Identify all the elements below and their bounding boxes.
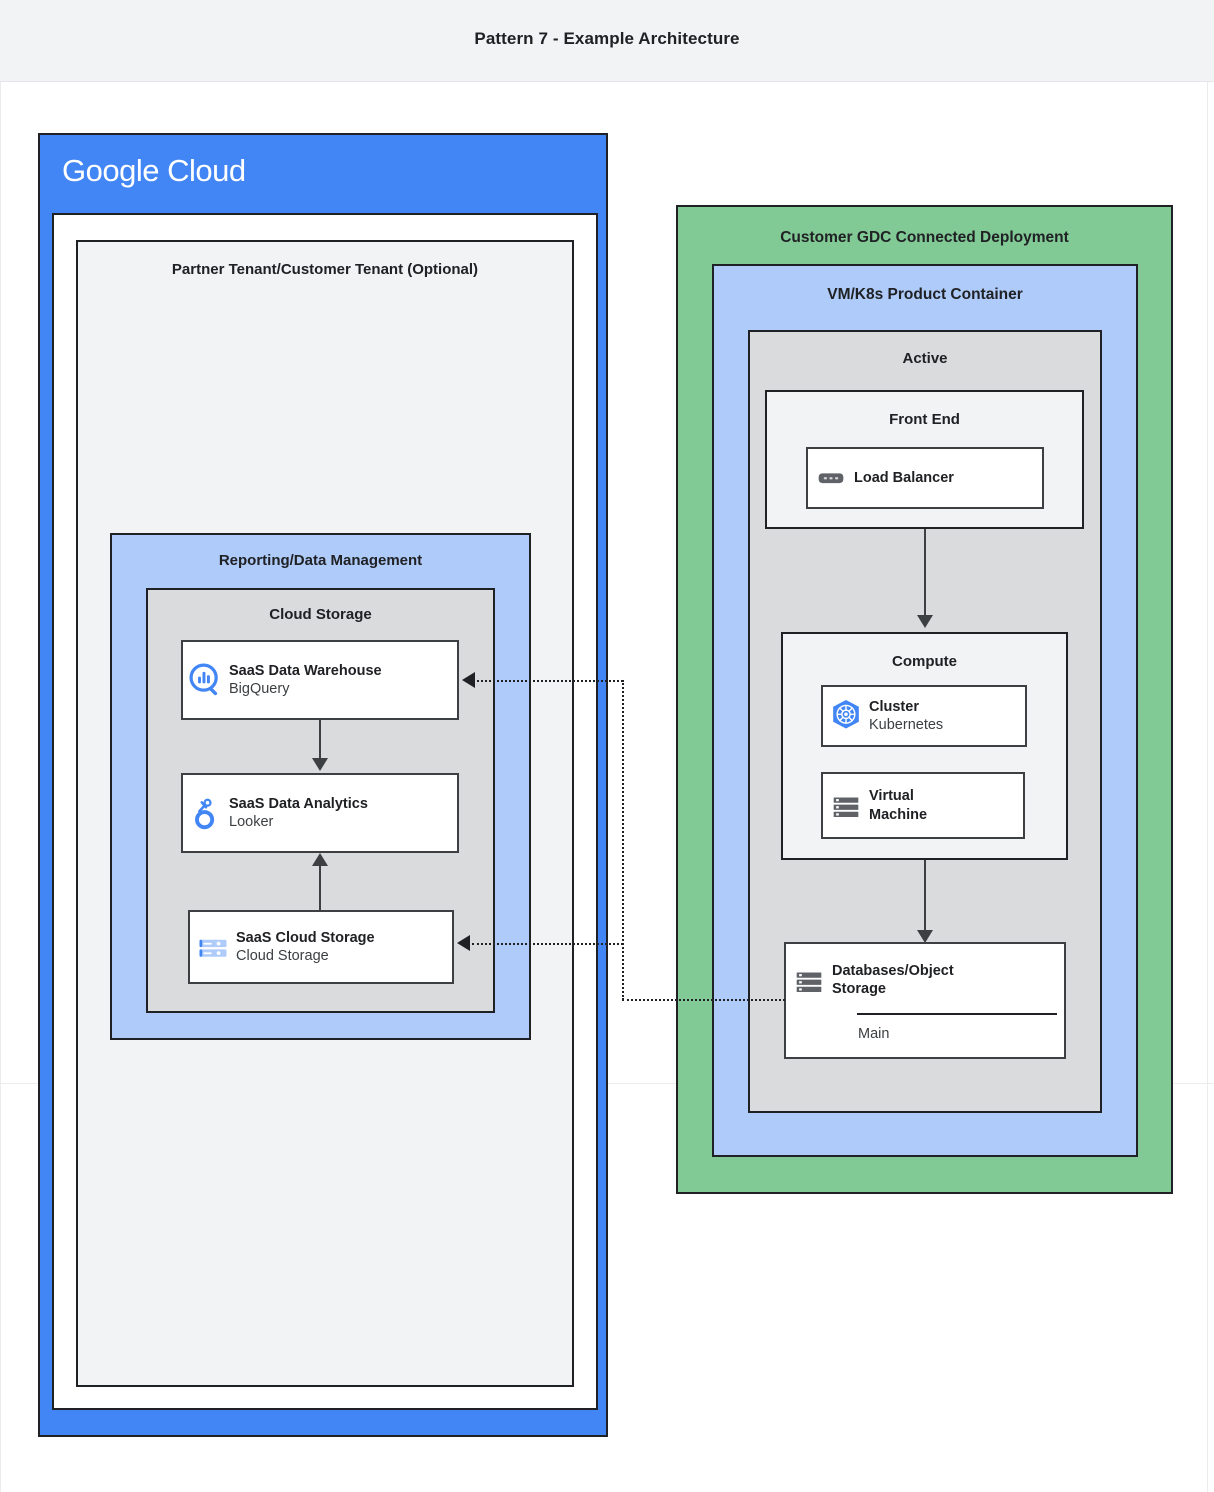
arrow-warehouse-to-analytics bbox=[319, 720, 321, 760]
card-text: Load Balancer bbox=[854, 469, 1042, 487]
database-icon bbox=[786, 964, 832, 998]
card-load-balancer[interactable]: Load Balancer bbox=[806, 447, 1044, 509]
card-text: SaaS Cloud Storage Cloud Storage bbox=[236, 929, 452, 966]
card-cluster-kubernetes[interactable]: Cluster Kubernetes bbox=[821, 685, 1027, 747]
cloud-storage-icon bbox=[190, 929, 236, 965]
card-saas-data-analytics[interactable]: SaaS Data Analytics Looker bbox=[181, 773, 459, 853]
google-cloud-logo: Google Cloud bbox=[62, 153, 246, 189]
google-cloud-logo-cloud: Cloud bbox=[167, 153, 246, 188]
arrow-storage-to-analytics-head bbox=[312, 853, 328, 866]
database-card-divider bbox=[857, 1013, 1057, 1015]
header-bar bbox=[0, 0, 1214, 82]
compute-title: Compute bbox=[892, 653, 957, 670]
card-subtitle: Looker bbox=[229, 813, 274, 830]
reporting-data-management-title: Reporting/Data Management bbox=[218, 552, 423, 569]
arrow-warehouse-to-analytics-head bbox=[312, 758, 328, 771]
card-title: SaaS Data Analytics bbox=[229, 795, 368, 812]
arrow-frontend-to-compute-head bbox=[917, 615, 933, 628]
connector-from-database bbox=[622, 999, 785, 1001]
card-text: Cluster Kubernetes bbox=[869, 698, 1025, 735]
arrow-frontend-to-compute bbox=[924, 529, 926, 617]
card-text: Virtual Machine bbox=[869, 787, 1023, 823]
card-text: SaaS Data Analytics Looker bbox=[229, 795, 457, 832]
kubernetes-icon bbox=[823, 697, 869, 735]
card-subtitle: BigQuery bbox=[229, 680, 290, 697]
looker-icon bbox=[183, 794, 229, 832]
connector-to-data-warehouse-arrowhead bbox=[462, 672, 475, 688]
database-card-footer: Main bbox=[858, 1026, 890, 1042]
connector-to-cloud-storage-arrowhead bbox=[457, 935, 470, 951]
page-title: Pattern 7 - Example Architecture bbox=[474, 29, 740, 48]
connector-to-data-warehouse bbox=[477, 680, 623, 682]
arrow-storage-to-analytics bbox=[319, 866, 321, 910]
vm-k8s-product-container-title: VM/K8s Product Container bbox=[827, 286, 1023, 303]
card-saas-data-warehouse[interactable]: SaaS Data Warehouse BigQuery bbox=[181, 640, 459, 720]
load-balancer-icon bbox=[808, 461, 854, 495]
partner-tenant-title: Partner Tenant/Customer Tenant (Optional… bbox=[171, 261, 479, 278]
card-subtitle: Cloud Storage bbox=[236, 947, 329, 964]
card-title: Virtual Machine bbox=[869, 788, 928, 823]
card-title: SaaS Cloud Storage bbox=[236, 929, 375, 946]
card-text: Databases/Object Storage bbox=[832, 962, 1064, 998]
arrow-compute-to-database bbox=[924, 860, 926, 932]
connector-trunk-vertical bbox=[622, 680, 624, 1000]
card-subtitle: Kubernetes bbox=[869, 716, 944, 733]
customer-gdc-title: Customer GDC Connected Deployment bbox=[780, 229, 1069, 246]
virtual-machine-icon bbox=[823, 789, 869, 823]
card-databases-object-storage[interactable]: Databases/Object Storage bbox=[784, 942, 1066, 1059]
cloud-storage-title: Cloud Storage bbox=[269, 606, 372, 623]
page-edge-left bbox=[0, 82, 1, 1492]
card-text: SaaS Data Warehouse BigQuery bbox=[229, 662, 457, 699]
google-cloud-logo-google: Google bbox=[62, 153, 159, 188]
card-title: Cluster bbox=[869, 698, 919, 715]
active-title: Active bbox=[902, 350, 948, 367]
card-virtual-machine[interactable]: Virtual Machine bbox=[821, 772, 1025, 839]
card-saas-cloud-storage[interactable]: SaaS Cloud Storage Cloud Storage bbox=[188, 910, 454, 984]
card-title: SaaS Data Warehouse bbox=[229, 662, 382, 679]
card-title: Load Balancer bbox=[854, 469, 954, 486]
arrow-compute-to-database-head bbox=[917, 930, 933, 943]
card-title: Databases/Object Storage bbox=[832, 963, 954, 998]
connector-to-cloud-storage bbox=[472, 943, 623, 945]
front-end-title: Front End bbox=[889, 411, 960, 428]
page-edge-right bbox=[1207, 82, 1208, 1492]
bigquery-icon bbox=[183, 661, 229, 699]
